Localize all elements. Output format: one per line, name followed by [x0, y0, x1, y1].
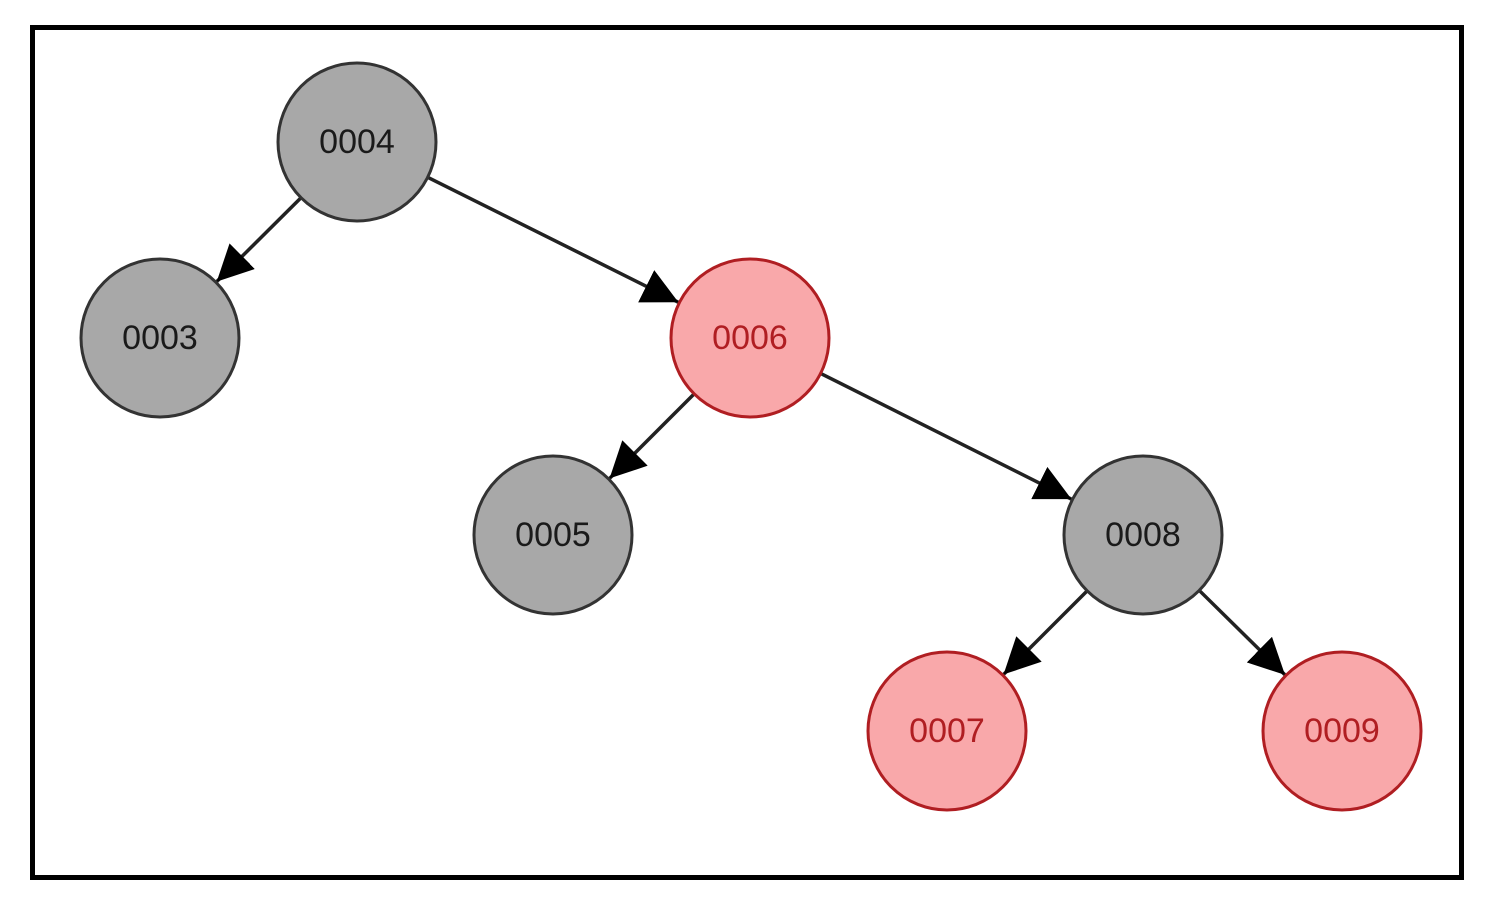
edge-n6-n8 [819, 371, 1073, 501]
black-node-circle [1062, 454, 1224, 616]
tree-node-0005: 0005 [472, 454, 634, 616]
red-node-circle [1261, 650, 1423, 812]
node-label: 0008 [1105, 516, 1181, 554]
node-label: 0003 [122, 319, 198, 357]
tree-node-0003: 0003 [79, 257, 241, 419]
black-node-circle [276, 61, 438, 223]
node-label: 0005 [515, 516, 591, 554]
node-label: 0006 [712, 319, 788, 357]
tree-node-0006: 0006 [669, 257, 831, 419]
tree-node-0007: 0007 [866, 650, 1028, 812]
node-label: 0007 [909, 712, 985, 750]
nodes-layer: 0004 0003 0006 0005 0008 0007 0009 [79, 61, 1423, 812]
edge-n4-n6 [426, 175, 680, 304]
edge-n6-n5 [608, 392, 696, 480]
tree-node-0004: 0004 [276, 61, 438, 223]
edge-n8-n7 [1002, 589, 1089, 676]
edge-n4-n3 [215, 196, 303, 283]
diagram-frame [30, 25, 1464, 880]
tree-node-0008: 0008 [1062, 454, 1224, 616]
node-label: 0009 [1304, 712, 1380, 750]
node-label: 0004 [319, 123, 395, 161]
tree-node-0009: 0009 [1261, 650, 1423, 812]
edge-n8-n9 [1198, 589, 1287, 677]
black-node-circle [79, 257, 241, 419]
red-node-circle [866, 650, 1028, 812]
black-node-circle [472, 454, 634, 616]
red-node-circle [669, 257, 831, 419]
edges-layer [215, 175, 1287, 677]
